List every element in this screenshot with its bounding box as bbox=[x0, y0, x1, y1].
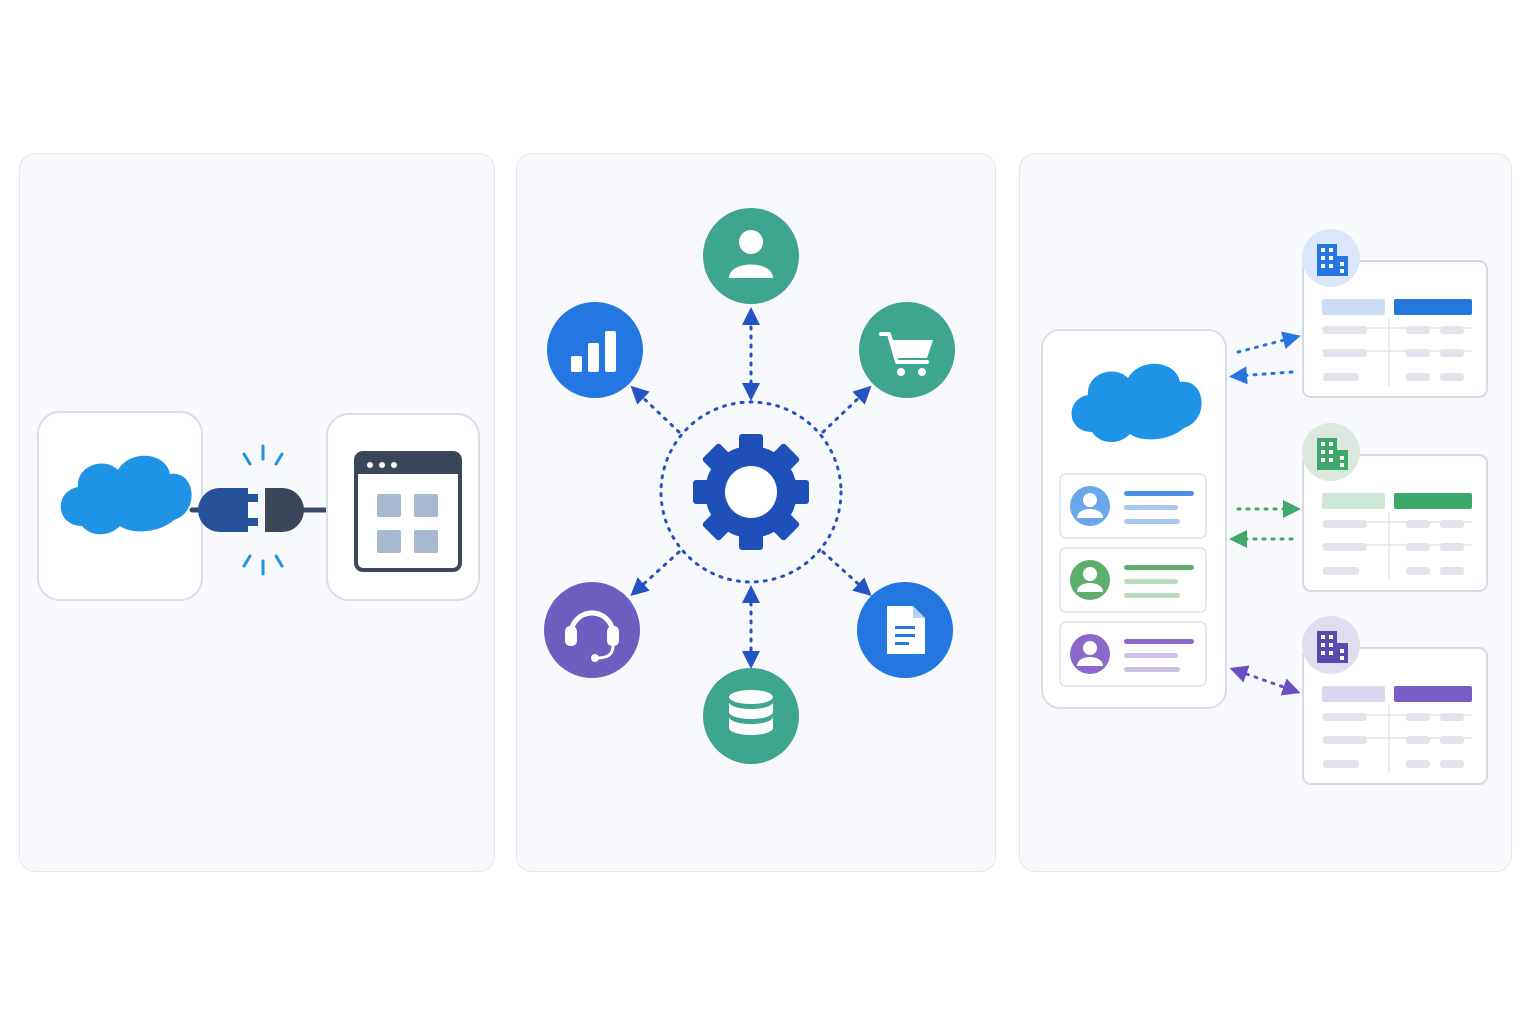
sync-arrow-both bbox=[1229, 665, 1301, 696]
sync-panel bbox=[1019, 153, 1512, 872]
link-cart bbox=[821, 385, 872, 434]
cloud-icon bbox=[1071, 363, 1202, 443]
sync-arrow-out bbox=[1236, 331, 1301, 354]
sync-illustration bbox=[1041, 229, 1488, 785]
app-window-icon bbox=[354, 451, 462, 572]
connect-illustration bbox=[37, 411, 480, 601]
link-headset bbox=[630, 550, 681, 597]
cart-icon bbox=[859, 302, 955, 398]
link-chart bbox=[630, 385, 681, 434]
target-table bbox=[1302, 454, 1488, 592]
sync-arrow-in bbox=[1229, 366, 1294, 385]
plug-icon bbox=[189, 488, 337, 532]
link-document bbox=[821, 550, 872, 597]
user-icon bbox=[703, 208, 799, 304]
building-icon bbox=[1302, 229, 1360, 287]
hub-ring bbox=[659, 400, 843, 584]
document-icon bbox=[857, 582, 953, 678]
cloud-icon bbox=[60, 455, 192, 535]
building-icon bbox=[1302, 423, 1360, 481]
contact-row bbox=[1059, 473, 1207, 539]
contact-row bbox=[1059, 547, 1207, 613]
headset-icon bbox=[544, 582, 640, 678]
target-table bbox=[1302, 260, 1488, 398]
contact-row bbox=[1059, 621, 1207, 687]
hub-illustration bbox=[544, 208, 955, 764]
spark-icon bbox=[242, 444, 284, 576]
database-icon bbox=[703, 668, 799, 764]
hub-panel bbox=[516, 153, 996, 872]
building-icon bbox=[1302, 616, 1360, 674]
target-table bbox=[1302, 647, 1488, 785]
bar-chart-icon bbox=[547, 302, 643, 398]
connect-panel bbox=[19, 153, 495, 872]
gear-icon bbox=[693, 434, 809, 550]
